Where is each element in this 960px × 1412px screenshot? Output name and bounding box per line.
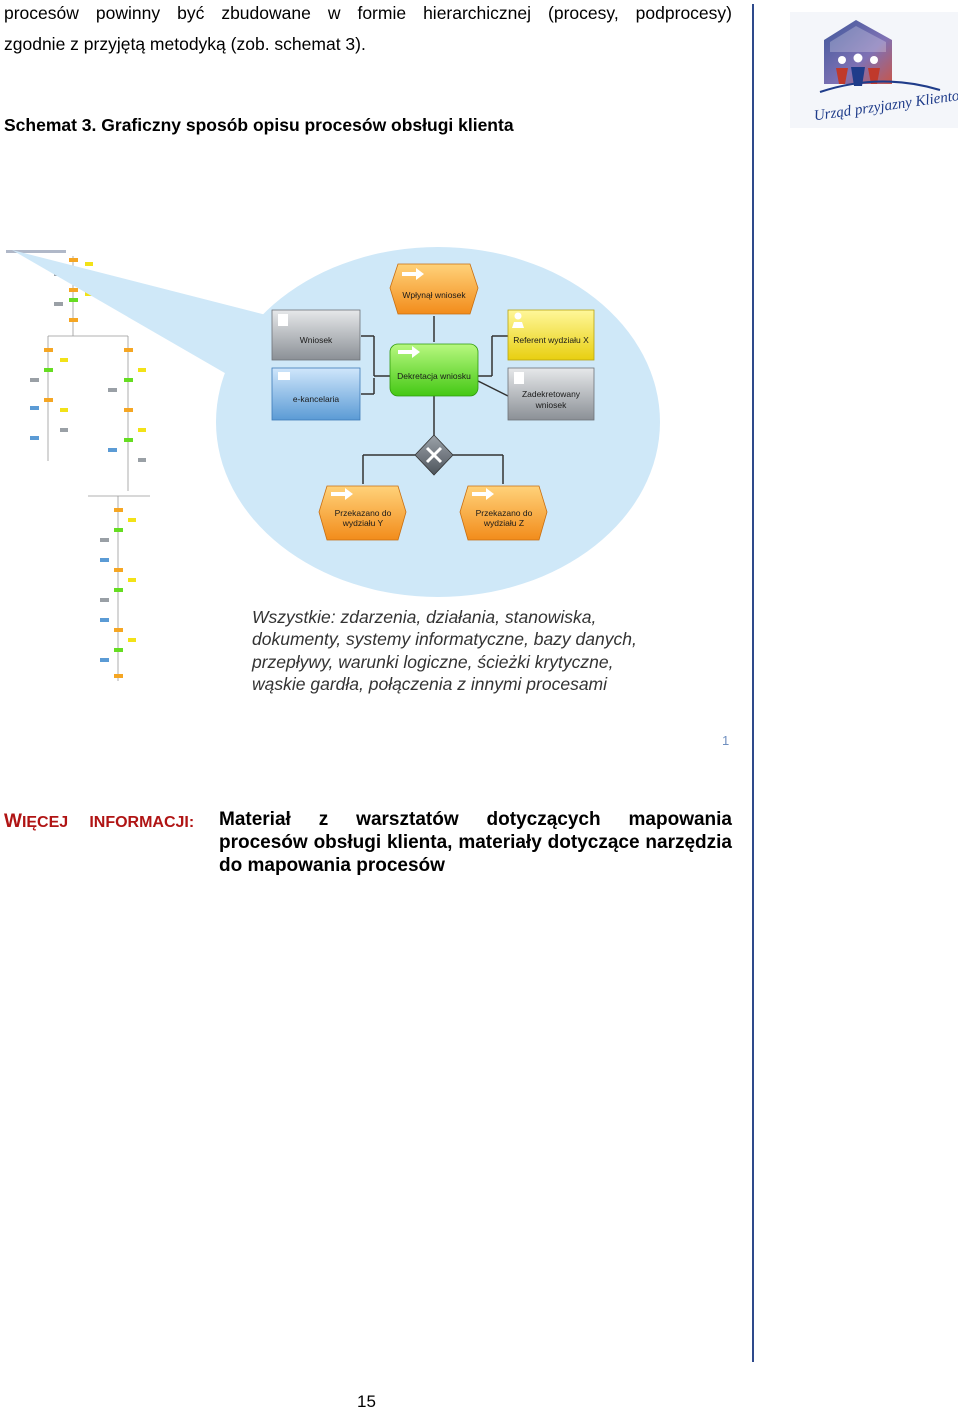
monitor-icon xyxy=(278,372,290,380)
function-dekretacja: Dekretacja wniosku xyxy=(389,343,479,397)
label-wplynal: Wpłynął wniosek xyxy=(402,290,466,300)
description-line-3: przepływy, warunki logiczne, ścieżki kry… xyxy=(251,652,613,672)
label-referent: Referent wydziału X xyxy=(513,335,589,345)
xor-gateway xyxy=(414,434,454,476)
process-diagram: Wpłynął wniosek Wniosek Referent wydział… xyxy=(6,247,660,694)
corner-number: 1 xyxy=(722,733,730,748)
role-referent: Referent wydziału X xyxy=(507,309,595,361)
label-dekretacja: Dekretacja wniosku xyxy=(397,371,471,381)
document-zadekretowany: Zadekretowany wniosek xyxy=(507,367,595,421)
label-przekazano-y-1: Przekazano do xyxy=(335,508,392,518)
document-icon xyxy=(278,314,288,326)
people-icon xyxy=(836,53,880,86)
description-line-1: Wszystkie: zdarzenia, działania, stanowi… xyxy=(252,607,596,627)
label-przekazano-z-2: wydziału Z xyxy=(483,518,524,528)
label-zadekretowany-2: wniosek xyxy=(535,400,567,410)
document-wniosek: Wniosek xyxy=(271,309,361,361)
event-przekazano-z: Przekazano do wydziału Z xyxy=(459,485,548,541)
margin-rule xyxy=(752,4,754,1362)
label-przekazano-z-1: Przekazano do xyxy=(476,508,533,518)
document-icon xyxy=(514,372,524,384)
figure-caption: Schemat 3. Graficzny sposób opisu proces… xyxy=(4,115,514,135)
label-przekazano-y-2: wydziału Y xyxy=(342,518,384,528)
event-przekazano-y: Przekazano do wydziału Y xyxy=(318,485,407,541)
intro-paragraph: procesów powinny być zbudowane w formie … xyxy=(4,0,732,60)
person-icon xyxy=(514,312,522,320)
callout-pointer xyxy=(12,250,270,376)
event-wplynal-wniosek: Wpłynął wniosek xyxy=(389,263,479,315)
office-logo: Urząd przyjazny Klientowi xyxy=(790,12,958,128)
label-ekancelaria: e-kancelaria xyxy=(293,394,340,404)
system-ekancelaria: e-kancelaria xyxy=(271,367,361,421)
description-line-2: dokumenty, systemy informatyczne, bazy d… xyxy=(252,629,637,649)
more-info-label: WIĘCEJ INFORMACJI: xyxy=(4,811,195,832)
page-number: 15 xyxy=(357,1392,376,1411)
description-line-4: wąskie gardła, połączenia z innymi proce… xyxy=(252,674,608,694)
intro-line-2: zgodnie z przyjętą metodyką (zob. schema… xyxy=(4,34,366,54)
label-wniosek: Wniosek xyxy=(300,335,333,345)
intro-line-1: procesów powinny być zbudowane w formie … xyxy=(4,3,732,23)
more-info-text: Materiał z warsztatów dotyczących mapowa… xyxy=(219,809,732,876)
label-zadekretowany-1: Zadekretowany xyxy=(522,389,581,399)
